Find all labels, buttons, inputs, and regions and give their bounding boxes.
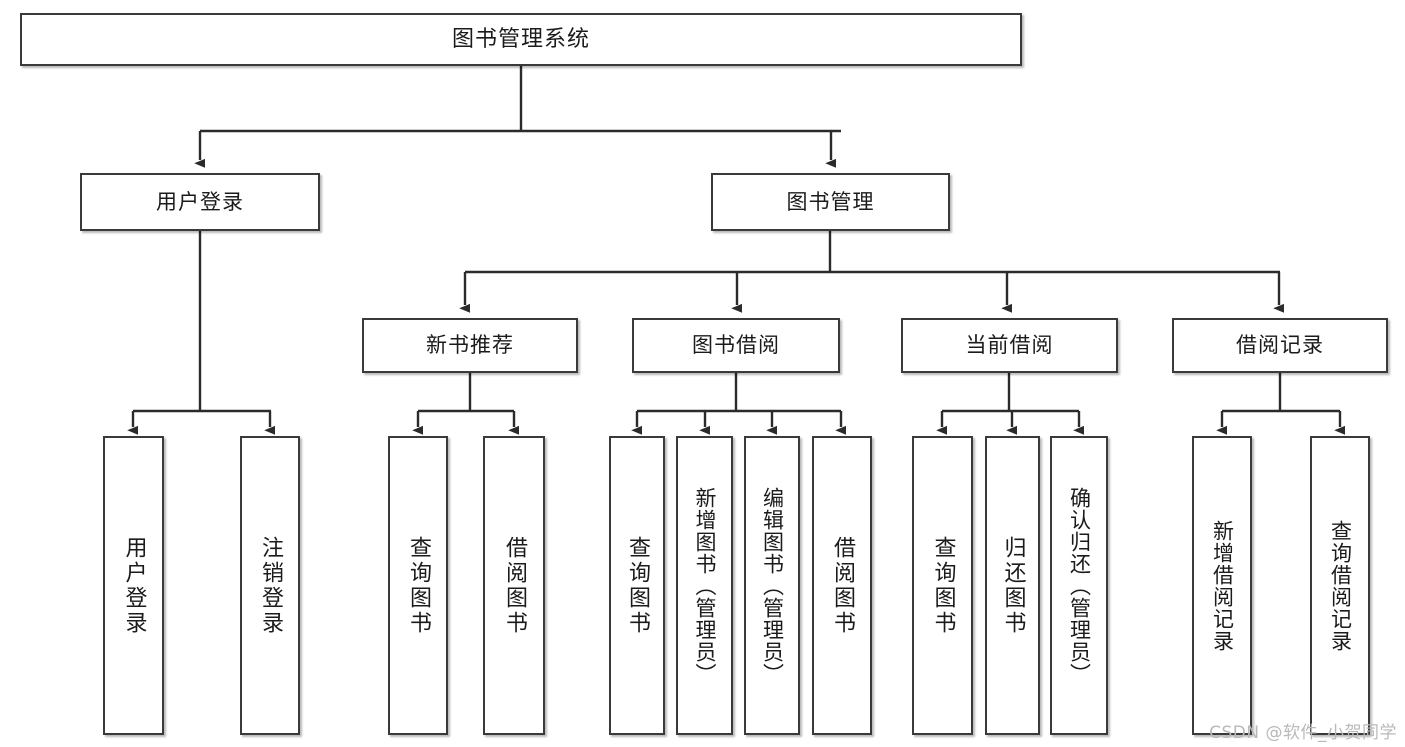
- leaf-borrow-book-recommendation[interactable]: 借阅图书: [483, 436, 545, 735]
- node-label: 新书推荐: [426, 333, 514, 358]
- node-label: 用户登录: [121, 535, 147, 636]
- node-label: 查询图书: [406, 535, 431, 636]
- leaf-query-book-recommendation[interactable]: 查询图书: [388, 436, 448, 735]
- leaf-query-book-borrow[interactable]: 查询图书: [609, 436, 665, 735]
- node-label: 借阅记录: [1236, 333, 1324, 358]
- leaf-add-borrow-record[interactable]: 新增借阅记录: [1192, 436, 1252, 735]
- node-root-book-management-system[interactable]: 图书管理系统: [20, 13, 1022, 66]
- node-label: 编辑图书（管理员）: [760, 486, 785, 685]
- node-label: 查询图书: [930, 535, 956, 636]
- node-label: 借阅图书: [502, 535, 527, 636]
- node-label: 图书管理: [786, 189, 875, 214]
- leaf-query-borrow-record[interactable]: 查询借阅记录: [1310, 436, 1370, 735]
- node-book-borrowing[interactable]: 图书借阅: [632, 318, 840, 373]
- leaf-user-login[interactable]: 用户登录: [103, 436, 164, 735]
- leaf-add-book-admin[interactable]: 新增图书（管理员）: [676, 436, 733, 735]
- node-label: 归还图书: [1000, 535, 1026, 636]
- node-label: 借阅图书: [830, 535, 855, 636]
- leaf-edit-book-admin[interactable]: 编辑图书（管理员）: [744, 436, 800, 735]
- node-label: 图书管理系统: [451, 26, 590, 52]
- node-new-book-recommendation[interactable]: 新书推荐: [362, 318, 578, 373]
- node-label: 当前借阅: [965, 333, 1054, 358]
- node-user-login[interactable]: 用户登录: [80, 173, 320, 231]
- leaf-borrow-book[interactable]: 借阅图书: [812, 436, 872, 735]
- node-book-management[interactable]: 图书管理: [711, 173, 950, 231]
- node-label: 查询图书: [625, 535, 650, 636]
- node-current-borrowing[interactable]: 当前借阅: [901, 318, 1118, 373]
- node-label: 确认归还（管理员）: [1067, 486, 1092, 685]
- node-label: 图书借阅: [692, 333, 780, 358]
- leaf-query-book-current[interactable]: 查询图书: [912, 436, 973, 735]
- node-label: 用户登录: [156, 189, 244, 214]
- leaf-confirm-return-admin[interactable]: 确认归还（管理员）: [1050, 436, 1108, 735]
- node-label: 新增图书（管理员）: [693, 486, 717, 685]
- node-borrowing-record[interactable]: 借阅记录: [1172, 318, 1388, 373]
- leaf-logout[interactable]: 注销登录: [240, 436, 300, 735]
- node-label: 注销登录: [258, 535, 283, 636]
- node-label: 查询借阅记录: [1328, 519, 1353, 652]
- node-label: 新增借阅记录: [1210, 519, 1235, 652]
- leaf-return-book[interactable]: 归还图书: [985, 436, 1040, 735]
- watermark-text: CSDN @软件_小贺同学: [1209, 723, 1397, 743]
